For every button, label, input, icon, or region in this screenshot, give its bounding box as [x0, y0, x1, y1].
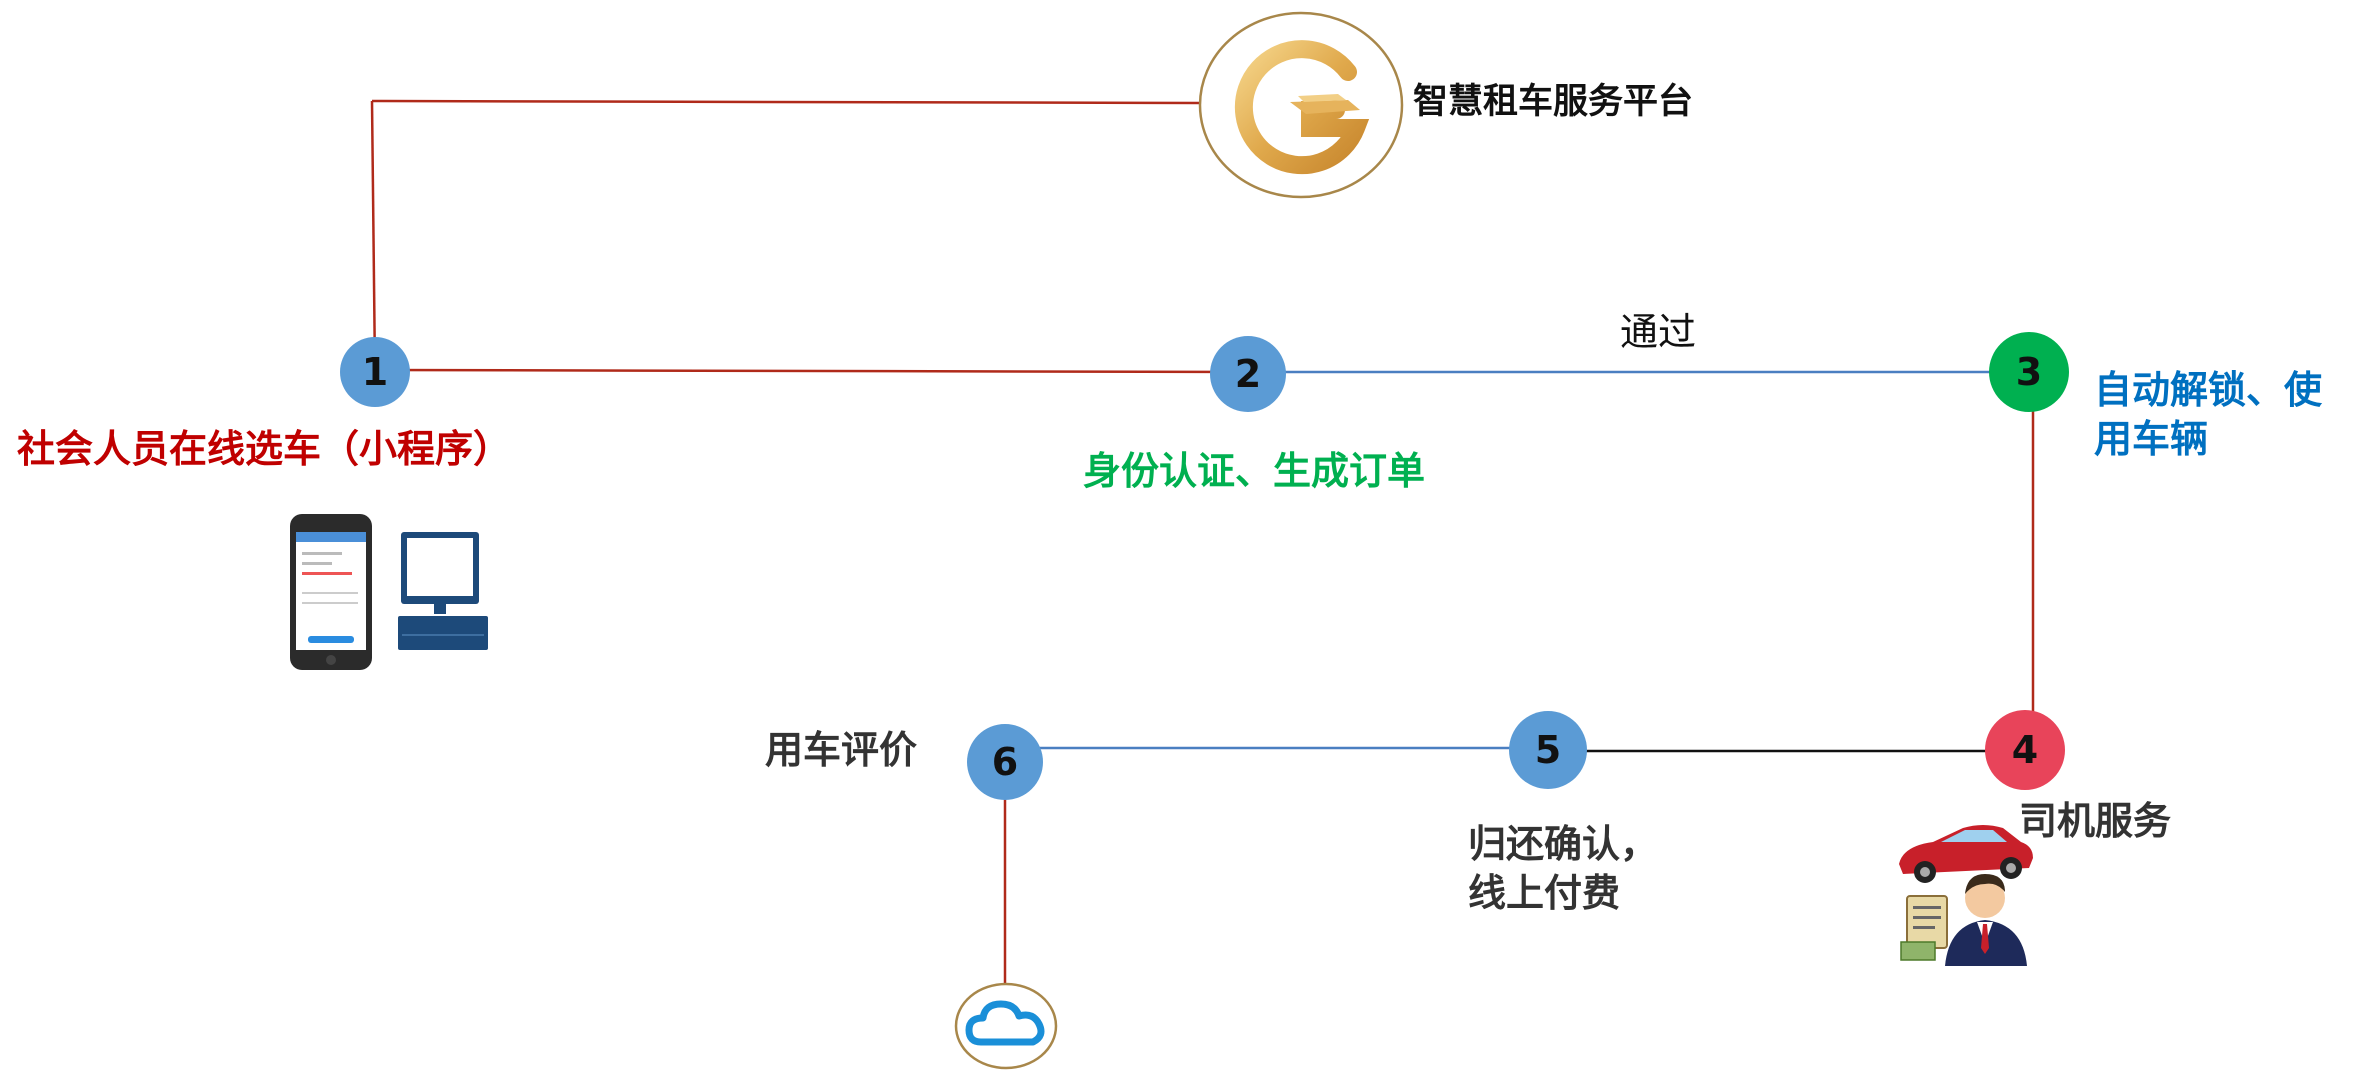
- step-4-number: 4: [2011, 728, 2039, 772]
- step-3-label: 自动解锁、使 用车辆: [2094, 366, 2322, 465]
- step-5-node: 5: [1509, 711, 1587, 789]
- step-6-node: 6: [967, 724, 1043, 800]
- step-6-number: 6: [991, 740, 1019, 784]
- step-1-node: 1: [340, 337, 410, 407]
- step-5-label-line-2: 线上付费: [1468, 871, 1621, 916]
- connector-1-2: [374, 368, 1248, 374]
- step-4-node: 4: [1985, 710, 2065, 790]
- platform-logo-icon: [1198, 11, 1404, 199]
- step-1-number: 1: [361, 350, 389, 394]
- connector-platform-1-horizontal: [371, 99, 1201, 105]
- smartphone-icon: [290, 514, 372, 670]
- step-4-label: 司机服务: [2019, 799, 2172, 843]
- edge-label-pass: 通过: [1620, 310, 1697, 354]
- step-2-label: 身份认证、生成订单: [1083, 449, 1426, 493]
- step-2-node: 2: [1210, 336, 1286, 412]
- cloud-icon: [954, 982, 1058, 1070]
- step-1-label: 社会人员在线选车（小程序）: [17, 427, 512, 471]
- step-3-node: 3: [1989, 332, 2069, 412]
- computer-icon: [398, 532, 488, 650]
- connector-platform-1-vertical: [370, 100, 377, 373]
- step-3-number: 3: [2015, 350, 2043, 394]
- step-3-label-line-2: 用车辆: [2094, 417, 2209, 462]
- step-5-number: 5: [1534, 728, 1562, 772]
- step-2-number: 2: [1234, 352, 1262, 396]
- step-5-label-line-1: 归还确认，: [1468, 822, 1659, 866]
- step-3-label-line-1: 自动解锁、使: [2094, 368, 2323, 412]
- driver-car-icon: [1899, 825, 2033, 966]
- step-5-label: 归还确认， 线上付费: [1468, 820, 1658, 919]
- step-6-label: 用车评价: [765, 728, 918, 772]
- platform-name: 智慧租车服务平台: [1413, 82, 1694, 122]
